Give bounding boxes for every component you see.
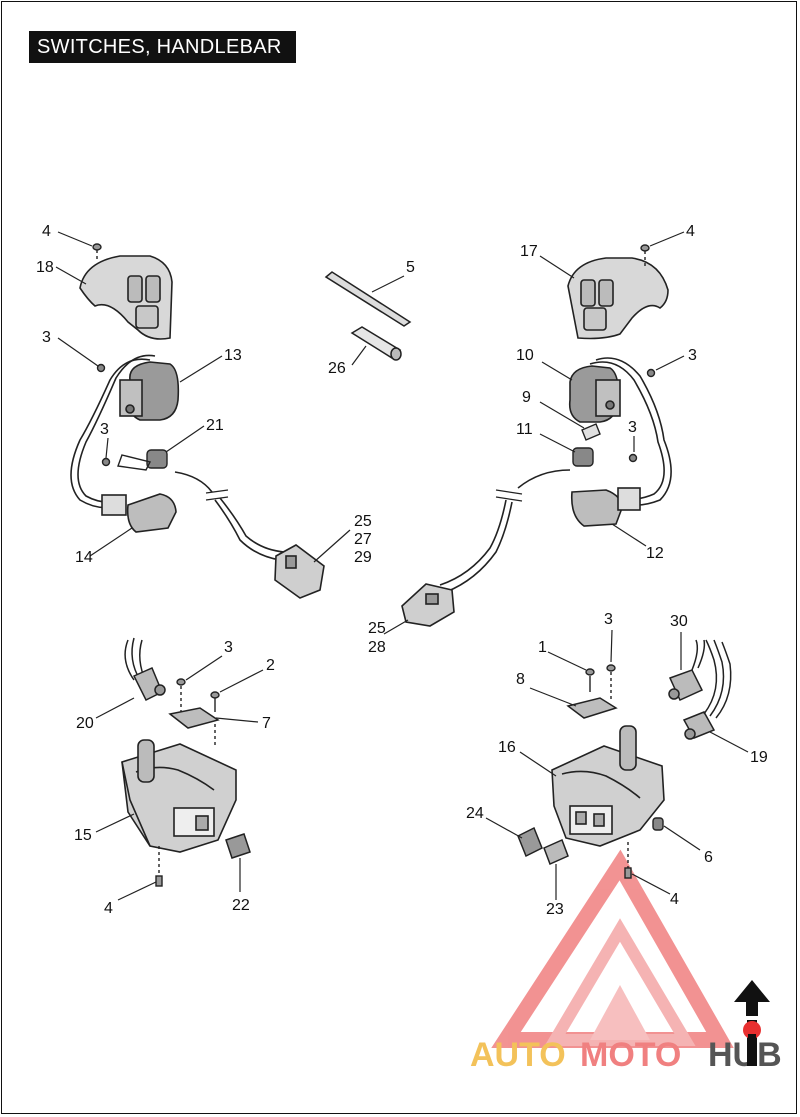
- left-screw-3c: [176, 678, 186, 712]
- left-switch-cover: [79, 255, 173, 340]
- callout-27: 27: [354, 531, 372, 548]
- callout-29: 29: [354, 549, 372, 566]
- watermark-text: AUTO MOTO HUB: [470, 1036, 782, 1074]
- callout-18: 18: [36, 259, 54, 276]
- callout-labels: 4 18 3 13 3 21 14 25 27 29 5 26 17 4 10 …: [36, 223, 768, 918]
- callout-20: 20: [76, 715, 94, 732]
- callout-28: 28: [368, 639, 386, 656]
- right-part-9: [581, 423, 601, 441]
- callout-7: 7: [262, 715, 271, 732]
- right-switch-19: [682, 711, 716, 740]
- callout-21: 21: [206, 417, 224, 434]
- right-screw-4: [640, 244, 650, 268]
- left-button-22: [225, 833, 251, 859]
- callout-3: 3: [224, 639, 233, 656]
- callout-30: 30: [670, 613, 688, 630]
- callout-3: 3: [100, 421, 109, 438]
- left-screw-4b: [155, 846, 163, 887]
- watermark-logo: [491, 849, 734, 1048]
- callout-5: 5: [406, 259, 415, 276]
- callout-23: 23: [546, 901, 564, 918]
- callout-2: 2: [266, 657, 275, 674]
- right-switch-12: [570, 487, 641, 527]
- callout-3: 3: [688, 347, 697, 364]
- right-screw-3b: [628, 453, 638, 463]
- callout-12: 12: [646, 545, 664, 562]
- left-plate-7: [168, 707, 220, 729]
- callout-6: 6: [704, 849, 713, 866]
- right-lower-housing-16: [551, 725, 665, 847]
- right-button-23: [543, 838, 569, 866]
- left-switch-20: [132, 667, 166, 702]
- left-connector: [274, 544, 325, 599]
- right-button-24: [517, 826, 543, 858]
- callout-19: 19: [750, 749, 768, 766]
- callout-3: 3: [628, 419, 637, 436]
- right-wires-19: [703, 639, 732, 719]
- left-lower-housing-15: [121, 739, 237, 853]
- right-switch-10: [568, 365, 621, 423]
- callout-1: 1: [538, 639, 547, 656]
- callout-14: 14: [75, 549, 93, 566]
- right-switch-11: [572, 447, 594, 467]
- callout-22: 22: [232, 897, 250, 914]
- callout-17: 17: [520, 243, 538, 260]
- left-switch-13: [119, 361, 180, 421]
- right-screw-3c: [606, 664, 616, 700]
- watermark-moto: MOTO: [580, 1036, 681, 1074]
- right-plate-8: [566, 697, 618, 719]
- left-switch-21: [146, 449, 168, 469]
- callout-15: 15: [74, 827, 92, 844]
- left-wiring-harness: [70, 354, 285, 561]
- left-screw-3b: [101, 454, 152, 471]
- callout-26: 26: [328, 360, 346, 377]
- callout-4: 4: [686, 223, 695, 240]
- right-switch-cover: [567, 257, 669, 340]
- callout-24: 24: [466, 805, 484, 822]
- right-wiring-harness: [439, 357, 672, 593]
- callout-10: 10: [516, 347, 534, 364]
- callout-3: 3: [604, 611, 613, 628]
- callout-13: 13: [224, 347, 242, 364]
- callout-8: 8: [516, 671, 525, 688]
- page-title: SWITCHES, HANDLEBAR: [29, 31, 296, 63]
- left-screw-3a: [96, 363, 106, 373]
- right-switch-30: [668, 639, 706, 701]
- leader-lines: [55, 231, 749, 901]
- right-plug-6: [652, 817, 664, 831]
- callout-9: 9: [522, 389, 531, 406]
- sleeve-26: [350, 326, 402, 361]
- watermark-hub: HUB: [708, 1036, 782, 1074]
- watermark-auto: AUTO: [470, 1036, 566, 1074]
- right-screw-4c: [624, 842, 632, 879]
- callout-16: 16: [498, 739, 516, 756]
- callout-3: 3: [42, 329, 51, 346]
- callout-4: 4: [104, 900, 113, 917]
- right-connector: [401, 583, 455, 627]
- cable-strap-5: [324, 271, 412, 327]
- right-screw-1: [585, 668, 595, 692]
- right-screw-3a: [646, 368, 656, 378]
- watermark-arrow-icon: [734, 980, 770, 1066]
- callout-11: 11: [516, 421, 533, 438]
- left-screw-4: [92, 243, 102, 262]
- left-switch-14: [101, 493, 177, 533]
- callout-4: 4: [670, 891, 679, 908]
- callout-25: 25: [354, 513, 372, 530]
- callout-25: 25: [368, 620, 386, 637]
- callout-4: 4: [42, 223, 51, 240]
- left-screw-2: [210, 691, 220, 748]
